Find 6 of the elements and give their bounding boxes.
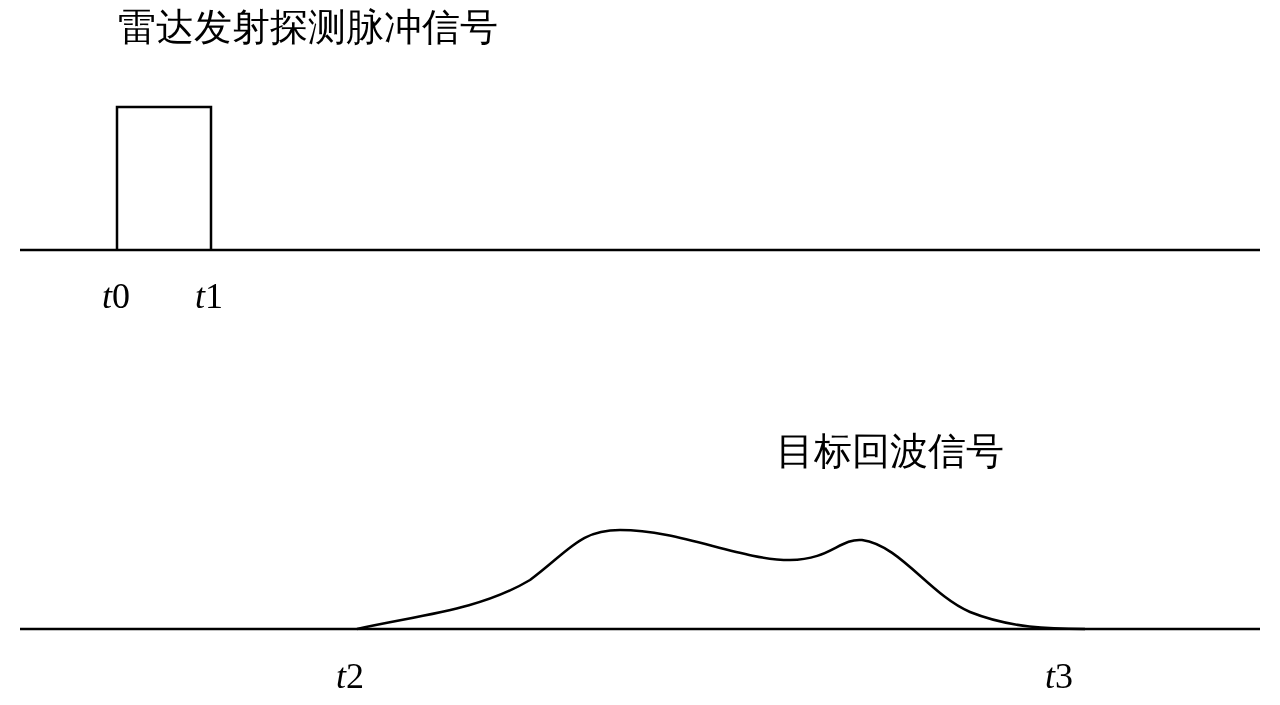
time-label: t3 [1045,658,1073,694]
signal-label: 雷达发射探测脉冲信号 [118,8,498,46]
time-label: t2 [336,658,364,694]
time-label: t1 [195,278,223,314]
signal-label: 目标回波信号 [776,432,1004,470]
time-label: t0 [102,278,130,314]
